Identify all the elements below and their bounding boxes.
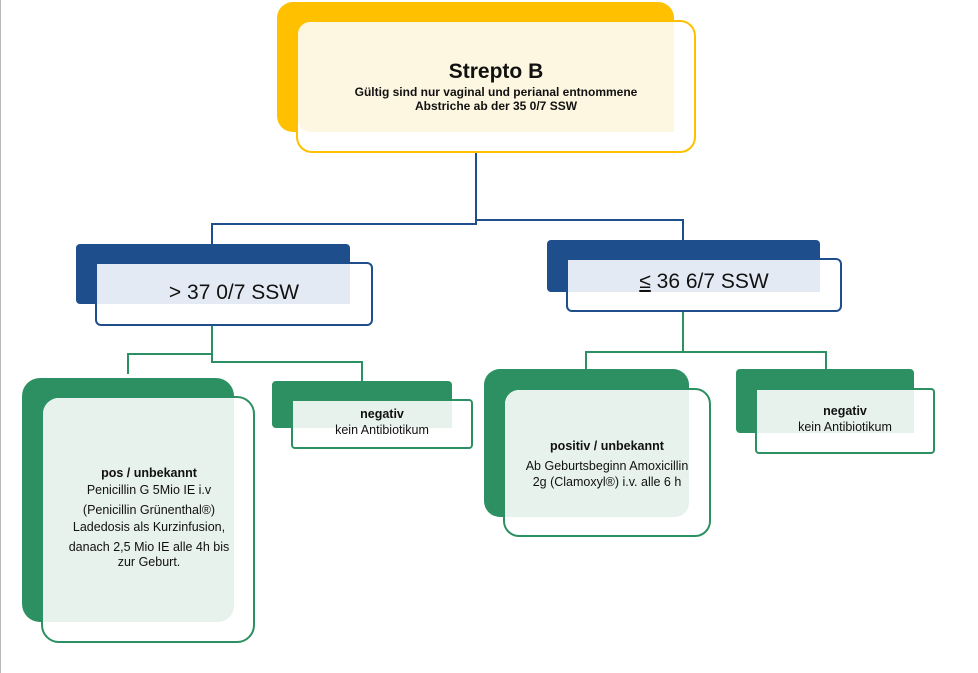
right-branch-label: 36 6/7 SSW <box>656 270 769 293</box>
left-positive-line2: (Penicillin Grünenthal®) <box>82 503 216 517</box>
right-positive-line2: 2g (Clamoxyl®) i.v. alle 6 h <box>532 475 682 489</box>
right-positive-line1: Ab Geburtsbeginn Amoxicillin <box>525 459 689 473</box>
right-positive-heading: positiv / unbekannt <box>550 439 664 453</box>
top-title: Strepto B <box>448 60 544 83</box>
connector-top-split <box>211 219 684 244</box>
right-positive-text: positiv / unbekannt Ab Geburtsbeginn Amo… <box>503 438 711 490</box>
left-positive-line5: zur Geburt. <box>117 555 181 569</box>
connector-right-split <box>585 312 827 369</box>
left-negative-text: negativ kein Antibiotikum <box>291 406 473 438</box>
left-branch-fill <box>97 264 350 304</box>
right-negative-text: negativ kein Antibiotikum <box>755 403 935 435</box>
top-subtitle-line2: Abstriche ab der 35 0/7 SSW <box>414 99 578 113</box>
left-edge-divider <box>0 0 1 673</box>
left-positive-line1: Penicillin G 5Mio IE i.v <box>86 483 212 497</box>
left-positive-fill <box>43 398 234 622</box>
left-positive-line4: danach 2,5 Mio IE alle 4h bis <box>68 540 230 554</box>
right-positive-fill <box>505 390 689 517</box>
right-negative-line1: kein Antibiotikum <box>798 420 892 434</box>
left-positive-heading: pos / unbekannt <box>101 466 197 480</box>
connector-left-split <box>127 326 363 381</box>
left-negative-heading: negativ <box>360 407 404 421</box>
top-subtitle-line1: Gültig sind nur vaginal und perianal ent… <box>354 85 638 99</box>
left-negative-line1: kein Antibiotikum <box>335 423 429 437</box>
left-branch-label: > 37 0/7 SSW <box>168 281 300 304</box>
right-branch-label-wrap: ≤ 36 6/7 SSW <box>566 270 842 294</box>
top-subtitle: Gültig sind nur vaginal und perianal ent… <box>306 85 686 113</box>
less-equal-symbol: ≤ <box>639 270 651 293</box>
top-node-fill <box>298 22 674 132</box>
left-positive-line3: Ladedosis als Kurzinfusion, <box>72 520 226 534</box>
right-negative-heading: negativ <box>823 404 867 418</box>
left-negative-fill <box>293 401 452 428</box>
left-positive-text: pos / unbekannt Penicillin G 5Mio IE i.v… <box>43 465 255 569</box>
right-branch-fill <box>568 260 820 292</box>
right-negative-fill <box>757 390 914 433</box>
